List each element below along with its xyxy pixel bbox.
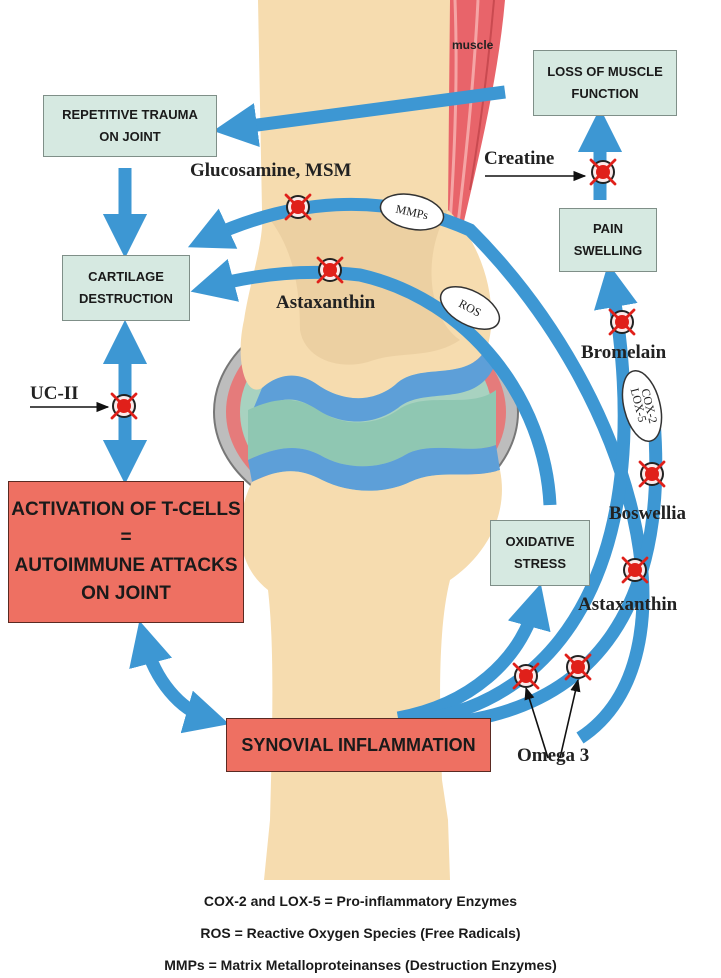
block-mark [286,195,310,219]
loss-muscle-function-box: LOSS OF MUSCLE FUNCTION [533,50,677,116]
glucosamine-msm-label: Glucosamine, MSM [190,160,352,182]
cartilage-destruction-box: CARTILAGE DESTRUCTION [62,255,190,321]
muscle-label: muscle [452,38,493,52]
oxidative-stress-box: OXIDATIVE STRESS [490,520,590,586]
block-mark [112,394,136,418]
block-mark [623,558,647,582]
boswellia-label: Boswellia [609,503,686,525]
omega3-label: Omega 3 [517,745,589,767]
lower-bone [240,445,502,880]
legend-line-3: MMPs = Matrix Metalloproteinanses (Destr… [0,957,721,973]
creatine-label: Creatine [484,148,554,170]
arrow-tcells-synovial [145,642,208,718]
block-mark [591,160,615,184]
astaxanthin-top-label: Astaxanthin [276,292,375,314]
uc2-label: UC-II [30,383,79,405]
bromelain-label: Bromelain [581,342,666,364]
tcell-activation-box: ACTIVATION OF T-CELLS = AUTOIMMUNE ATTAC… [8,481,244,623]
astaxanthin-right-label: Astaxanthin [578,594,677,616]
repetitive-trauma-box: REPETITIVE TRAUMA ON JOINT [43,95,217,157]
block-mark [610,310,634,334]
synovial-inflammation-box: SYNOVIAL INFLAMMATION [226,718,491,772]
pain-swelling-box: PAIN SWELLING [559,208,657,272]
legend-line-1: COX-2 and LOX-5 = Pro-inflammatory Enzym… [0,893,721,909]
block-mark [318,258,342,282]
block-mark [514,664,538,688]
block-mark [640,462,664,486]
legend-line-2: ROS = Reactive Oxygen Species (Free Radi… [0,925,721,941]
block-mark [566,655,590,679]
